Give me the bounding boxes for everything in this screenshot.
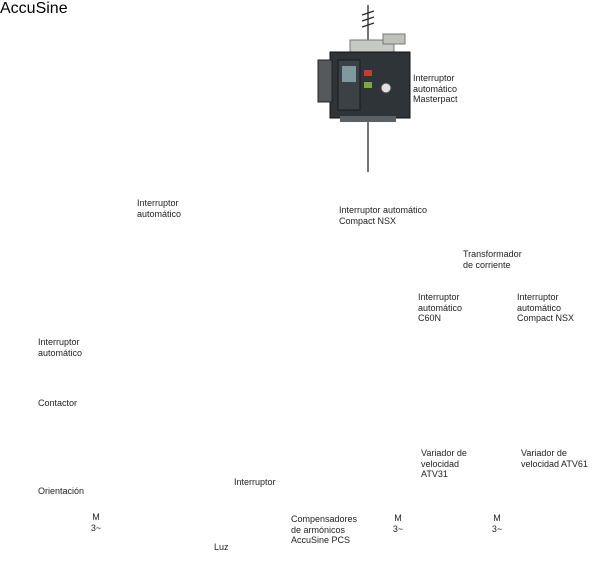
label-motor-breaker: Interruptor automático xyxy=(38,337,83,358)
label-atv31: Variador de velocidad ATV31 xyxy=(421,448,467,479)
label-compact-nsx-right: Interruptor automático Compact NSX xyxy=(517,292,575,323)
label-compensadores: Compensadores de armónicos AccuSine PCS xyxy=(291,514,358,545)
label-contactor: Contactor xyxy=(38,398,78,408)
label-interruptor: Interruptor xyxy=(234,477,276,487)
label-orientation: Orientación xyxy=(38,486,85,496)
motor-text-atv61: M 3~ xyxy=(491,513,503,534)
label-compact-nsx-top: Interruptor automático Compact NSX xyxy=(339,205,428,226)
motor-text-left: M 3~ xyxy=(90,512,102,533)
label-current-transformer: Transformador de corriente xyxy=(463,249,522,270)
main-busbar: AccuSine Interruptor automático Masterpa… xyxy=(0,0,588,552)
label-c60n: Interruptor automático C60N xyxy=(418,292,463,323)
motor-text-atv31: M 3~ xyxy=(392,513,404,534)
label-feeder-breaker: Interruptor automático xyxy=(137,198,182,219)
label-atv61: Variador de velocidad ATV61 xyxy=(521,448,588,469)
masterpact-breaker-image xyxy=(317,33,411,122)
label-masterpact: Interruptor automático Masterpact xyxy=(413,73,458,104)
accusine-brand: AccuSine xyxy=(0,0,68,17)
label-luz: Luz xyxy=(214,542,229,552)
